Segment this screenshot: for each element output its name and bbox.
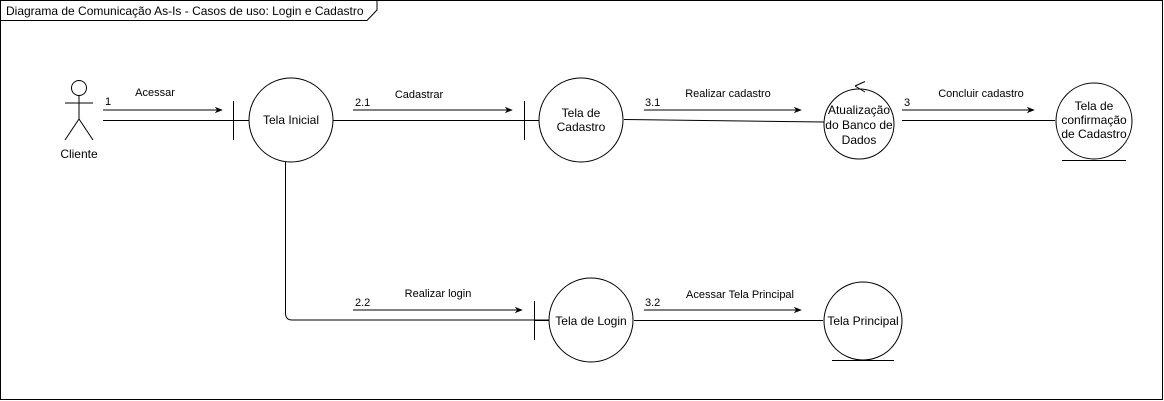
node-label: Tela de Login: [555, 314, 626, 328]
msg-number: 2.2: [355, 297, 370, 309]
msg-number: 3.2: [645, 297, 660, 309]
message-numbers: 1 2.1 3.1 3 2.2 3.2: [105, 96, 910, 309]
msg-number: 2.1: [355, 97, 370, 109]
link-cadastro-bd: [623, 119, 825, 123]
boundary-tela-inicial: Tela Inicial: [233, 77, 334, 163]
msg-label: Concluir cadastro: [938, 88, 1024, 100]
message-labels: Acessar Cadastrar Realizar cadastro Conc…: [135, 87, 1024, 301]
control-atualizacao-bd: Atualização do Banco de Dados: [823, 81, 895, 160]
node-label-line3: Dados: [842, 133, 877, 147]
actor-cliente: Cliente: [60, 80, 98, 161]
msg-number: 3.1: [645, 97, 660, 109]
node-label: Tela Principal: [827, 314, 898, 328]
node-label: Tela Inicial: [263, 113, 319, 127]
links: [103, 119, 1055, 321]
entity-tela-principal: Tela Principal: [823, 281, 903, 361]
node-label-line1: Tela de: [1075, 99, 1114, 113]
msg-number: 3: [904, 97, 910, 109]
msg-label: Acessar: [135, 87, 175, 99]
node-label-line1: Tela de: [562, 106, 601, 120]
boundary-tela-cadastro: Tela de Cadastro: [524, 77, 624, 163]
node-label-line2: do Banco de: [825, 118, 893, 132]
msg-label: Realizar login: [405, 288, 472, 300]
node-label-line2: Cadastro: [557, 120, 606, 134]
msg-number: 1: [105, 96, 111, 108]
msg-label: Acessar Tela Principal: [686, 289, 794, 301]
actor-label: Cliente: [60, 147, 98, 161]
msg-label: Cadastrar: [395, 89, 444, 101]
entity-tela-confirmacao: Tela de confirmação de Cadastro: [1055, 82, 1133, 161]
msg-label: Realizar cadastro: [685, 88, 771, 100]
frame-title: Diagrama de Comunicação As-Is - Casos de…: [6, 4, 364, 18]
node-label-line1: Atualização: [828, 103, 890, 117]
node-label-line3: de Cadastro: [1061, 127, 1127, 141]
boundary-tela-login: Tela de Login: [534, 277, 634, 363]
link-inicial-login: [285, 162, 549, 321]
message-arrows: [103, 106, 1035, 314]
node-label-line2: confirmação: [1061, 113, 1127, 127]
